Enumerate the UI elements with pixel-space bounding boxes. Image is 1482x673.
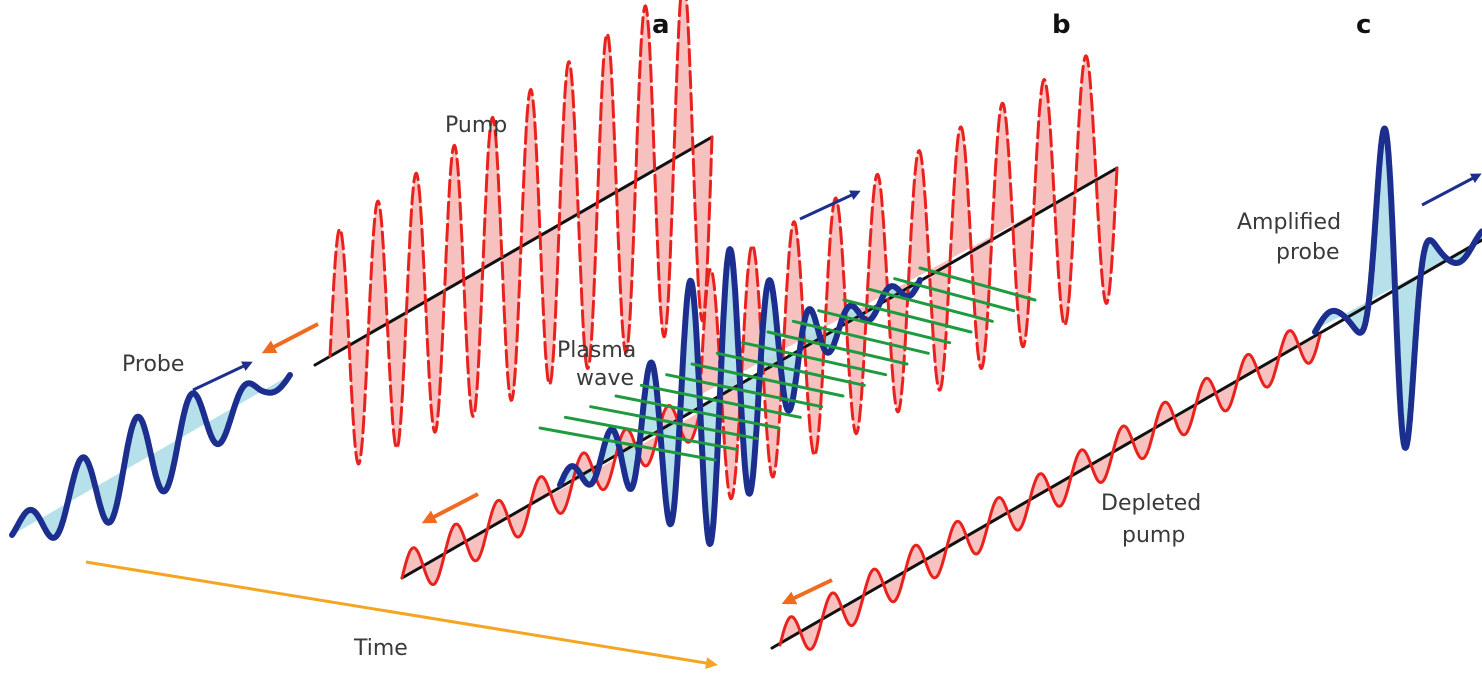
wave-fills — [12, 0, 1482, 650]
probe-wave-b — [557, 246, 923, 547]
plasma-wave-line — [766, 330, 909, 366]
direction-arrows — [85, 173, 1482, 669]
plasma-wave-line — [538, 426, 717, 462]
depleted-pump-wave-b — [400, 404, 702, 586]
panel-letter-a: a — [652, 10, 670, 40]
time-arrow — [85, 560, 718, 669]
plasma-wave-line — [563, 415, 738, 451]
plasma-wave-line — [867, 287, 994, 323]
probe-direction-arrow-c — [1421, 173, 1482, 207]
probe-direction-arrow-b — [799, 190, 861, 221]
plasma-wave-line — [741, 341, 888, 377]
panel-letter-c: c — [1356, 10, 1371, 40]
plasma-wave-line — [893, 277, 1016, 313]
pump-direction-arrow-c — [781, 578, 833, 605]
depleted-pump-wave-c — [778, 329, 1322, 651]
pump-direction-arrow-a — [261, 322, 319, 354]
amplified-probe-label-line1: Amplified — [1237, 210, 1341, 235]
plasma-wave-line — [842, 298, 973, 334]
plasma-wave-label-line2: wave — [576, 366, 634, 391]
pump-wave-a — [328, 0, 714, 466]
amplified-probe-wave-c — [1312, 125, 1482, 451]
probe-label: Probe — [122, 352, 184, 377]
pump-direction-arrow-b — [421, 492, 479, 524]
axis-c — [770, 238, 1482, 650]
probe-wave-a-fill — [12, 375, 290, 538]
pump-wave-b — [698, 54, 1119, 501]
probe-direction-arrow-a — [192, 361, 253, 392]
time-label: Time — [353, 636, 408, 661]
plasma-wave-line — [639, 383, 802, 419]
panel-letter-b: b — [1052, 10, 1071, 40]
plasma-wave-line — [918, 266, 1037, 302]
probe-wave-a — [9, 372, 293, 541]
plasma-wave-line — [614, 394, 781, 430]
plasma-wave-line — [817, 309, 952, 345]
waves — [9, 0, 1482, 651]
axis-pump-a — [313, 135, 714, 367]
plasma-wave-label-line1: Plasma — [557, 338, 636, 363]
plasma-wave-line — [791, 319, 930, 355]
depleted-pump-label-line1: Depleted — [1101, 491, 1201, 516]
depleted-pump-label-line2: pump — [1122, 523, 1185, 548]
pump-label: Pump — [445, 113, 507, 138]
plasma-wave-line — [589, 405, 760, 441]
plasma-wave-line — [690, 362, 845, 398]
plasma-wave-line — [665, 373, 824, 409]
plasma-wave-line — [715, 351, 866, 387]
amplified-probe-label-line2: probe — [1276, 240, 1340, 265]
